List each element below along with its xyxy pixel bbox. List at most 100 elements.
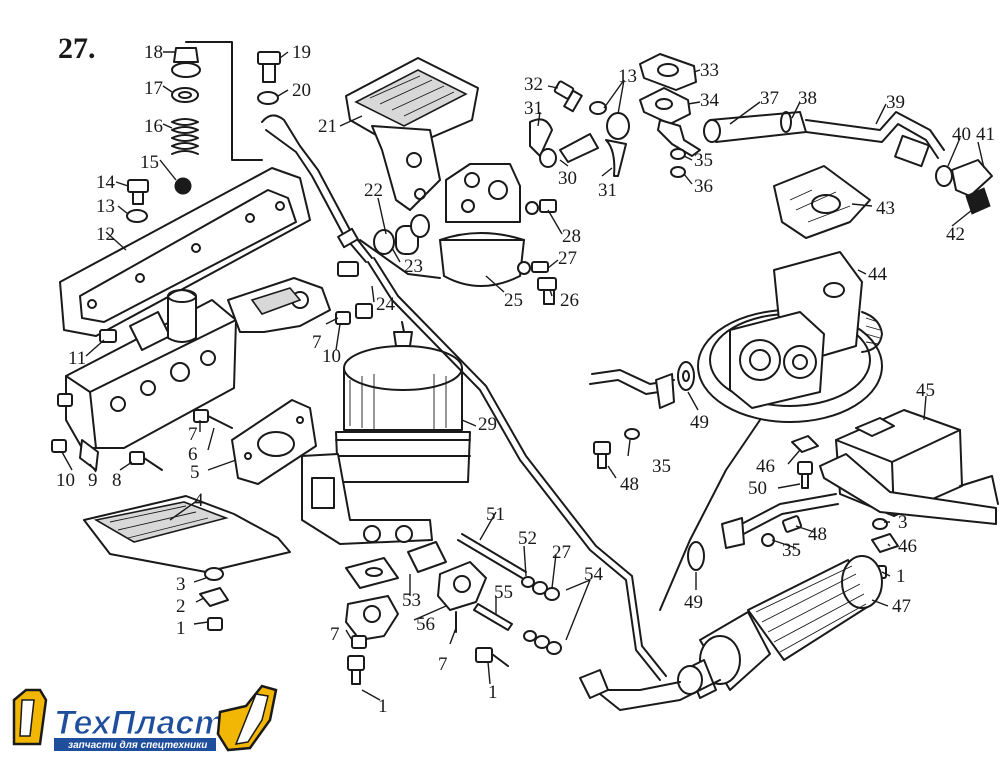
callout-27-lower: 27: [552, 542, 571, 563]
callout-51: 51: [486, 504, 505, 525]
callout-48-mid: 48: [620, 474, 639, 495]
callout-55: 55: [494, 582, 513, 603]
part-washers-35-36: [670, 148, 686, 178]
callout-26: 26: [560, 290, 579, 311]
callout-31: 31: [598, 180, 617, 201]
callout-3: 3: [176, 574, 186, 595]
callout-7-lower: 7: [438, 654, 448, 675]
callout-6: 6: [188, 444, 198, 465]
callout-49-upper: 49: [690, 412, 709, 433]
callout-1: 1: [176, 618, 186, 639]
brand-name: ТехПласт: [54, 704, 225, 742]
callout-27-upper: 27: [558, 248, 577, 269]
part-bracket-24: [227, 261, 373, 333]
callout-7-bottom: 7: [330, 624, 340, 645]
part-gasket-43: [773, 165, 871, 239]
fuel-pipe-long: [367, 261, 661, 681]
leader-lines: [61, 51, 985, 701]
callout-47: 47: [892, 596, 911, 617]
callout-18: 18: [144, 42, 163, 63]
callout-9: 9: [88, 470, 98, 491]
callout-54: 54: [584, 564, 604, 585]
callout-25: 25: [504, 290, 523, 311]
part-motor-47: [579, 555, 883, 711]
callout-13: 13: [96, 196, 115, 217]
part-pedal-21: [345, 57, 479, 211]
callout-35-lower: 35: [782, 540, 801, 561]
callout-48-lower: 48: [808, 524, 827, 545]
callout-50: 50: [748, 478, 767, 499]
callout-35-upper: 35: [694, 150, 713, 171]
callout-34: 34: [700, 90, 720, 111]
callout-35-mid: 35: [652, 456, 671, 477]
callout-19: 19: [292, 42, 311, 63]
callout-43: 43: [876, 198, 895, 219]
callout-2: 2: [176, 596, 186, 617]
callout-22: 22: [364, 180, 383, 201]
callout-30: 30: [558, 168, 577, 189]
part-gasket-5: [231, 399, 317, 485]
callout-8: 8: [112, 470, 122, 491]
part-tube-49: [589, 361, 695, 409]
callout-32: 32: [524, 74, 543, 95]
callout-7-upper: 7: [312, 332, 322, 353]
callout-11: 11: [68, 348, 86, 369]
part-cap-40-41-42: [935, 159, 993, 215]
callout-3-right: 3: [898, 512, 908, 533]
callout-33: 33: [700, 60, 719, 81]
callout-7: 7: [188, 424, 198, 445]
callout-12: 12: [96, 224, 115, 245]
callout-14: 14: [96, 172, 116, 193]
part-gaskets-53: [345, 541, 447, 589]
callout-16: 16: [144, 116, 163, 137]
part-valve-stack: [171, 41, 263, 195]
oil-pipe-upper: [261, 114, 373, 259]
part-fasteners-1-2-3: [199, 567, 229, 631]
part-bolt-48: [593, 428, 640, 469]
callout-24: 24: [376, 294, 396, 315]
callout-44: 44: [868, 264, 888, 285]
callout-28: 28: [562, 226, 581, 247]
callout-20: 20: [292, 80, 311, 101]
part-elbow-34: [639, 87, 701, 157]
part-flange-33: [639, 53, 697, 91]
callout-1-bottom: 1: [378, 696, 388, 717]
callout-13-right: 13: [618, 66, 637, 87]
part-bolt-19: [257, 51, 281, 105]
oil-pipe-right: [659, 419, 761, 611]
callout-41: 41: [976, 124, 995, 145]
callout-46-lower: 46: [898, 536, 917, 557]
callout-37: 37: [760, 88, 779, 109]
part-fittings-26-27-28: [517, 199, 557, 305]
part-filter-29: [301, 321, 471, 545]
callout-39: 39: [886, 92, 905, 113]
callout-38: 38: [798, 88, 817, 109]
part-box-45: [819, 409, 999, 525]
callout-42: 42: [946, 224, 965, 245]
part-fasteners-46-50: [791, 435, 899, 579]
part-hose-37-38: [703, 111, 945, 168]
part-valve-block: [51, 289, 237, 471]
callout-23: 23: [404, 256, 423, 277]
callout-53: 53: [402, 590, 421, 611]
part-bolt-14: [126, 179, 149, 223]
callout-56: 56: [416, 614, 435, 635]
callout-29: 29: [478, 414, 497, 435]
part-pipe-lower: [687, 493, 839, 571]
callout-49-lower: 49: [684, 592, 703, 613]
part-spacer-22: [373, 214, 430, 255]
callout-52: 52: [518, 528, 537, 549]
figure-number: 27.: [58, 32, 96, 65]
part-pump-44: [697, 251, 883, 423]
callout-5: 5: [190, 462, 200, 483]
callout-1-lower: 1: [488, 682, 498, 703]
callout-46-upper: 46: [756, 456, 775, 477]
callout-36: 36: [694, 176, 713, 197]
part-banjo-fitting: [529, 80, 630, 177]
brand-tagline: запчасти для спецтехники: [68, 740, 207, 751]
part-filter-25: [439, 163, 525, 287]
callout-40: 40: [952, 124, 971, 145]
callout-10-upper: 10: [322, 346, 341, 367]
part-cover-4: [83, 495, 291, 573]
